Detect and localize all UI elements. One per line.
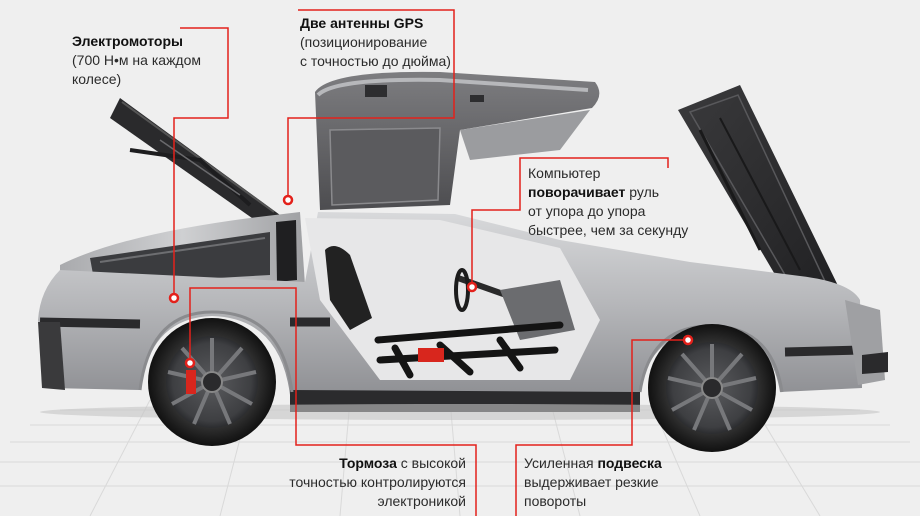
front-hood <box>678 85 845 300</box>
callout-brakes-line2: точностью контролируются <box>289 474 466 490</box>
callout-steering-line2-rest: руль <box>625 184 660 200</box>
car-body <box>38 212 888 420</box>
gullwing-door <box>315 71 600 210</box>
front-wheel <box>648 324 776 452</box>
leader-brakes <box>189 287 477 516</box>
marker-brakes <box>184 357 196 369</box>
callout-steering: Компьютер поворачивает руль от упора до … <box>528 164 688 240</box>
rear-bodywork <box>60 212 305 300</box>
callout-brakes: Тормоза с высокой точностью контролируют… <box>289 454 466 511</box>
callout-gps-line2: (позиционирование <box>300 34 428 50</box>
marker-steering <box>466 281 478 293</box>
callout-suspension-line2: выдерживает резкие <box>524 474 659 490</box>
callout-brakes-bold: Тормоза <box>339 455 397 471</box>
rear-wheel <box>148 318 276 446</box>
leader-motors <box>173 27 229 296</box>
callout-motors-line2: (700 Н•м на каждом <box>72 52 202 68</box>
leader-lines <box>173 9 686 516</box>
callout-brakes-line3: электроникой <box>377 493 467 509</box>
callout-suspension: Усиленная подвеска выдерживает резкие по… <box>524 454 662 511</box>
callout-motors: Электромоторы (700 Н•м на каждом колесе) <box>72 32 201 89</box>
callout-steering-line1: Компьютер <box>528 165 601 181</box>
callout-motors-line3: колесе) <box>72 71 122 87</box>
leader-gps <box>287 9 455 198</box>
callout-brakes-line1-rest: с высокой <box>396 455 466 471</box>
callout-suspension-line3: повороты <box>524 493 587 509</box>
leader-steering <box>471 157 669 285</box>
callout-gps-line3: с точностью до дюйма) <box>300 53 451 69</box>
callout-gps-title: Две антенны GPS <box>300 15 424 31</box>
rear-engine-lid <box>110 98 280 225</box>
callout-steering-line4: быстрее, чем за секунду <box>528 222 689 238</box>
callout-gps: Две антенны GPS (позиционирование с точн… <box>300 14 451 71</box>
callout-steering-line3: от упора до упора <box>528 203 646 219</box>
marker-suspension <box>682 334 694 346</box>
marker-gps <box>282 194 294 206</box>
leader-suspension <box>515 339 686 516</box>
callout-motors-title: Электромоторы <box>72 33 183 49</box>
callout-steering-bold: поворачивает <box>528 184 626 200</box>
callout-suspension-line1-plain: Усиленная <box>524 455 598 471</box>
marker-motors <box>168 292 180 304</box>
callout-suspension-bold: подвеска <box>597 455 662 471</box>
